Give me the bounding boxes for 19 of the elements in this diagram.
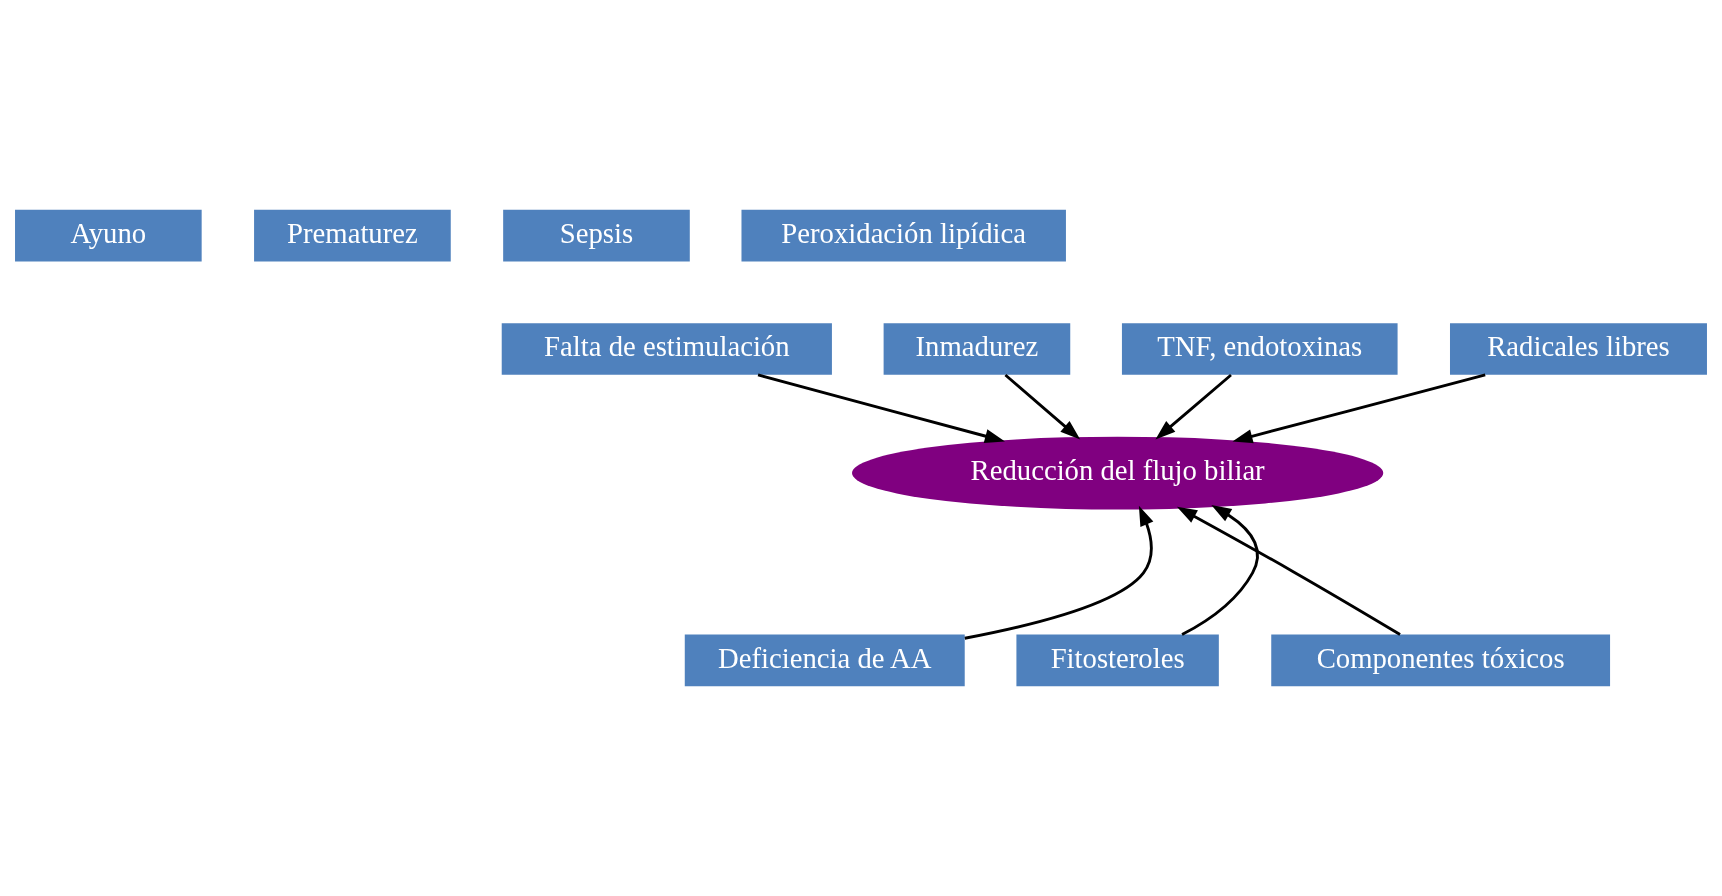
- arrow: [1181, 504, 1259, 636]
- node-box: Componentes tóxicos: [1271, 634, 1611, 687]
- arrow: [1176, 506, 1401, 636]
- node-box: Deficiencia de AA: [684, 634, 965, 687]
- node-box: TNF, endotoxinas: [1121, 323, 1398, 375]
- node-box: Peroxidación lipídica: [741, 209, 1066, 262]
- arrow: [757, 373, 1005, 443]
- node-box: Ayuno: [15, 209, 202, 262]
- node-box: Radicales libres: [1450, 323, 1707, 375]
- node-box: Prematurez: [254, 209, 451, 262]
- arrow: [1155, 373, 1232, 440]
- node-box: Falta de estimulación: [501, 323, 832, 375]
- arrow: [1004, 373, 1081, 440]
- node-box: Inmadurez: [883, 323, 1071, 375]
- arrow: [964, 505, 1154, 640]
- node-ellipse: Reducción del flujo biliar: [852, 436, 1384, 510]
- node-box: Fitosteroles: [1016, 634, 1219, 687]
- node-box: Sepsis: [503, 209, 690, 262]
- arrow: [1232, 373, 1486, 444]
